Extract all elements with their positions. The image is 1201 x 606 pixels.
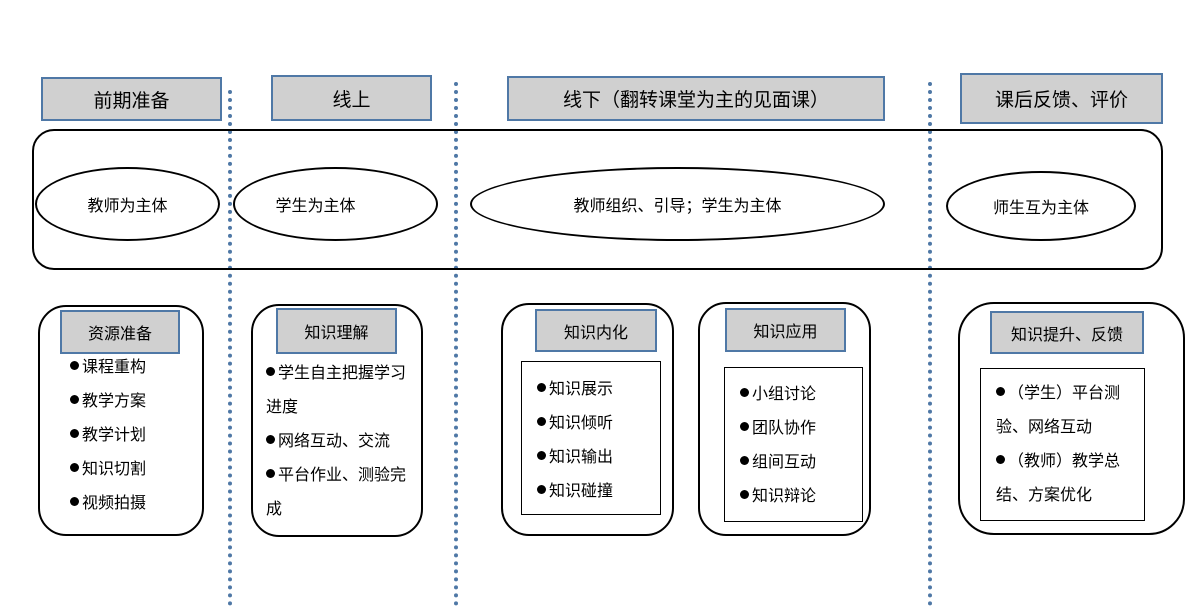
list-item: 教学计划 xyxy=(70,418,195,452)
card-resource-list: 课程重构 教学方案 教学计划 知识切割 视频拍摄 xyxy=(70,350,195,520)
list-item-label: 知识展示 xyxy=(549,379,614,398)
subject-after-label: 师生互为主体 xyxy=(992,198,1089,217)
card-apply-title-label: 知识应用 xyxy=(753,322,818,341)
list-item: 知识切割 xyxy=(70,452,195,486)
list-item: 视频拍摄 xyxy=(70,486,195,520)
list-item: 平台作业、测验完成 xyxy=(266,458,411,526)
card-internalize-list: 知识展示 知识倾听 知识输出 知识碰撞 xyxy=(537,372,660,508)
list-item-label: （教师）教学总结、方案优化 xyxy=(996,451,1121,504)
subject-band xyxy=(32,129,1163,270)
header-prep-label: 前期准备 xyxy=(93,89,170,112)
bullet-icon xyxy=(70,429,79,438)
card-improve-list: （学生）平台测验、网络互动 （教师）教学总结、方案优化 xyxy=(996,376,1134,512)
header-offline-label: 线下（翻转课堂为主的见面课） xyxy=(562,89,829,111)
header-offline: 线下（翻转课堂为主的见面课） xyxy=(507,76,885,121)
bullet-icon xyxy=(70,463,79,472)
list-item-label: （学生）平台测验、网络互动 xyxy=(996,383,1121,436)
subject-online: 学生为主体 xyxy=(233,167,438,241)
list-item-label: 团队协作 xyxy=(752,418,817,437)
card-internalize-title-label: 知识内化 xyxy=(563,322,628,342)
divider-2 xyxy=(454,82,458,606)
card-internalize-title: 知识内化 xyxy=(535,309,657,352)
bullet-icon xyxy=(740,388,749,397)
list-item: 课程重构 xyxy=(70,350,195,384)
card-internalize-box: 知识展示 知识倾听 知识输出 知识碰撞 xyxy=(521,361,661,515)
divider-1 xyxy=(228,90,232,606)
subject-offline: 教师组织、引导；学生为主体 xyxy=(470,167,885,241)
subject-after: 师生互为主体 xyxy=(946,171,1136,241)
list-item-label: 教学计划 xyxy=(82,425,147,444)
bullet-icon xyxy=(537,383,546,392)
card-understand-list: 学生自主把握学习进度 网络互动、交流 平台作业、测验完成 xyxy=(266,356,411,526)
card-apply-list: 小组讨论 团队协作 组间互动 知识辩论 xyxy=(740,377,862,513)
bullet-icon xyxy=(740,422,749,431)
subject-prep: 教师为主体 xyxy=(35,167,220,241)
bullet-icon xyxy=(70,395,79,404)
bullet-icon xyxy=(996,387,1005,396)
list-item: 学生自主把握学习进度 xyxy=(266,356,411,424)
list-item-label: 知识切割 xyxy=(82,459,147,478)
subject-online-label: 学生为主体 xyxy=(275,196,356,215)
bullet-icon xyxy=(70,361,79,370)
header-online-label: 线上 xyxy=(332,88,371,111)
header-after-label: 课后反馈、评价 xyxy=(994,89,1128,111)
header-prep: 前期准备 xyxy=(41,77,222,121)
list-item-label: 学生自主把握学习进度 xyxy=(266,363,407,416)
card-understand-title-label: 知识理解 xyxy=(304,323,369,342)
list-item-label: 网络互动、交流 xyxy=(278,431,391,450)
bullet-icon xyxy=(996,455,1005,464)
list-item-label: 教学方案 xyxy=(82,391,147,410)
list-item: 团队协作 xyxy=(740,411,862,445)
list-item-label: 组间互动 xyxy=(752,452,817,471)
card-improve-title-label: 知识提升、反馈 xyxy=(1010,324,1123,344)
header-after: 课后反馈、评价 xyxy=(960,73,1163,124)
list-item-label: 视频拍摄 xyxy=(82,493,147,512)
bullet-icon xyxy=(537,451,546,460)
card-understand-title: 知识理解 xyxy=(276,308,397,354)
list-item: 小组讨论 xyxy=(740,377,862,411)
list-item-label: 知识辩论 xyxy=(752,486,817,505)
bullet-icon xyxy=(266,469,275,478)
header-online: 线上 xyxy=(271,75,432,121)
list-item: 组间互动 xyxy=(740,445,862,479)
subject-offline-label: 教师组织、引导；学生为主体 xyxy=(573,196,782,215)
card-apply-title: 知识应用 xyxy=(725,308,846,352)
list-item-label: 小组讨论 xyxy=(752,384,817,403)
list-item-label: 知识碰撞 xyxy=(549,481,614,500)
list-item-label: 知识输出 xyxy=(549,447,614,466)
bullet-icon xyxy=(740,456,749,465)
list-item: （教师）教学总结、方案优化 xyxy=(996,444,1134,512)
bullet-icon xyxy=(537,417,546,426)
card-apply-box: 小组讨论 团队协作 组间互动 知识辩论 xyxy=(724,367,863,522)
subject-prep-label: 教师为主体 xyxy=(87,196,168,215)
bullet-icon xyxy=(266,435,275,444)
divider-3 xyxy=(928,82,932,606)
card-resource-title-label: 资源准备 xyxy=(87,324,152,343)
bullet-icon xyxy=(70,497,79,506)
list-item: 知识倾听 xyxy=(537,406,660,440)
bullet-icon xyxy=(740,490,749,499)
bullet-icon xyxy=(266,367,275,376)
card-improve-box: （学生）平台测验、网络互动 （教师）教学总结、方案优化 xyxy=(980,368,1145,521)
list-item-label: 知识倾听 xyxy=(549,413,614,432)
list-item: 教学方案 xyxy=(70,384,195,418)
bullet-icon xyxy=(537,485,546,494)
list-item: 网络互动、交流 xyxy=(266,424,411,458)
card-improve-title: 知识提升、反馈 xyxy=(990,311,1144,354)
list-item: （学生）平台测验、网络互动 xyxy=(996,376,1134,444)
list-item-label: 平台作业、测验完成 xyxy=(266,465,407,518)
list-item: 知识输出 xyxy=(537,440,660,474)
list-item-label: 课程重构 xyxy=(82,357,147,376)
list-item: 知识展示 xyxy=(537,372,660,406)
list-item: 知识碰撞 xyxy=(537,474,660,508)
list-item: 知识辩论 xyxy=(740,479,862,513)
card-resource-title: 资源准备 xyxy=(60,310,180,354)
